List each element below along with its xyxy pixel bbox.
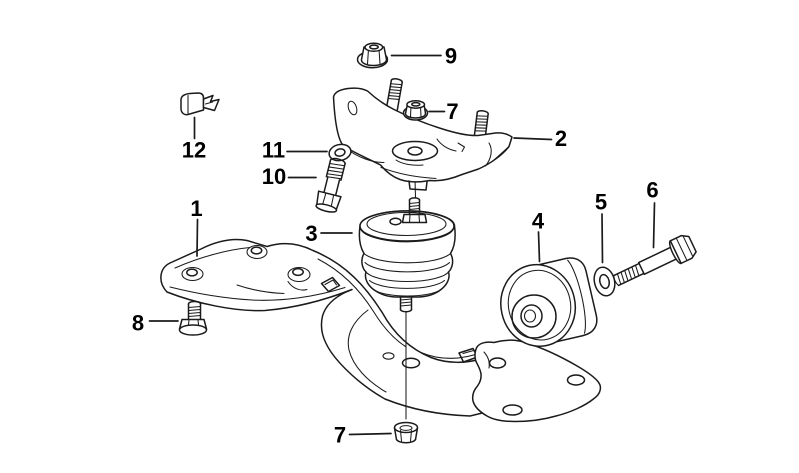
flange-nut-7-upper (402, 100, 429, 121)
hex-bolt-6 (613, 234, 697, 287)
callout-5: 5 (595, 190, 607, 215)
crossmember (160, 238, 516, 417)
mount-nub (389, 217, 402, 226)
crossmember-hole (181, 266, 204, 282)
callout-7-lower: 7 (334, 423, 346, 448)
crossmember-hole (246, 244, 268, 260)
callout-1: 1 (190, 196, 202, 221)
washer-5 (593, 266, 616, 297)
callout-6: 6 (646, 178, 658, 203)
rubber-mount (358, 197, 456, 313)
callout-8: 8 (132, 311, 144, 336)
flange-nut-9 (356, 42, 389, 69)
bracket-boss (391, 140, 439, 162)
callout-4: 4 (532, 209, 545, 234)
callout-9: 9 (445, 44, 457, 69)
flange-nut-7-lower (393, 421, 419, 444)
callout-3: 3 (305, 221, 317, 246)
bushing (500, 257, 598, 348)
mount-top-stud (401, 197, 428, 224)
bracket-notch (347, 100, 358, 116)
callout-12: 12 (182, 138, 206, 163)
crossmember-hole (287, 266, 311, 291)
plate-hole (566, 374, 586, 386)
flange-screw-8 (178, 300, 208, 336)
support-bracket (332, 78, 513, 191)
crossmember-rear-plate (471, 339, 602, 423)
retaining-clip (180, 92, 220, 116)
mount-bottom-stud (399, 296, 413, 313)
leader-lines (148, 54, 656, 436)
bracket-tab (408, 180, 428, 191)
square-tab (320, 276, 341, 293)
callout-10: 10 (262, 164, 286, 189)
callout-11: 11 (262, 138, 285, 163)
callout-7-upper: 7 (446, 99, 458, 124)
plate-hole (502, 404, 523, 416)
bolt-10 (315, 157, 346, 213)
crossmember-hole (401, 357, 421, 369)
callout-2: 2 (555, 126, 567, 151)
plate-hole (488, 357, 507, 369)
